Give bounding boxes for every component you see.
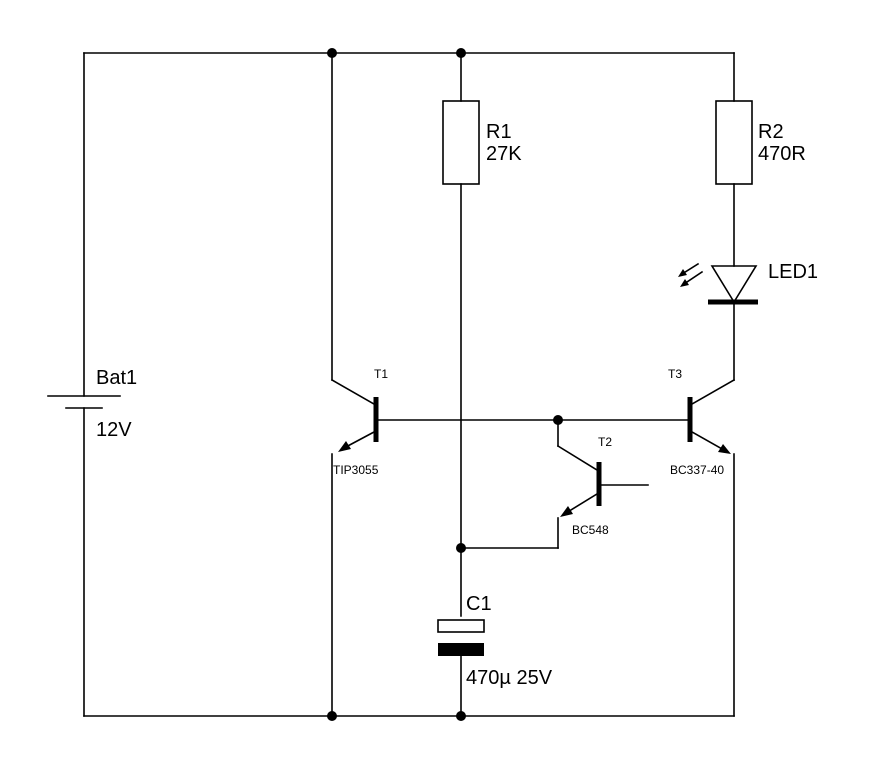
junction-dot <box>327 48 337 58</box>
r1-value: 27K <box>486 143 522 165</box>
transistor-t2: T2 BC548 <box>460 419 649 549</box>
t2-part: BC548 <box>572 523 609 537</box>
t1-name: T1 <box>374 367 388 381</box>
t1-part: TIP3055 <box>333 463 379 477</box>
battery-value: 12V <box>96 419 132 441</box>
battery-name: Bat1 <box>96 367 137 389</box>
t2-emitter-arrow <box>560 506 573 517</box>
r2-value: 470R <box>758 143 806 165</box>
junction-dot <box>553 415 563 425</box>
t1-emitter-arrow <box>338 441 351 452</box>
battery-bat1: Bat1 12V <box>47 52 137 717</box>
r2-name: R2 <box>758 121 784 143</box>
transistor-t1: T1 TIP3055 <box>330 52 388 717</box>
resistor-r2: R2 470R <box>715 52 806 267</box>
junction-dot <box>456 48 466 58</box>
junction-dot <box>327 711 337 721</box>
led-led1: LED1 <box>678 261 818 381</box>
resistor-r1: R1 27K <box>442 52 522 617</box>
led-name: LED1 <box>768 261 818 283</box>
r1-name: R1 <box>486 121 512 143</box>
t2-name: T2 <box>598 435 612 449</box>
t3-emitter-arrow <box>718 444 731 454</box>
junction-dot <box>456 543 466 553</box>
transistor-t3: T3 BC337-40 <box>668 367 736 717</box>
capacitor-c1: C1 470µ 25V <box>437 593 553 717</box>
c1-value: 470µ 25V <box>466 667 553 689</box>
t3-part: BC337-40 <box>670 463 724 477</box>
junction-dot <box>456 711 466 721</box>
c1-name: C1 <box>466 593 492 615</box>
junction-dots <box>327 48 563 721</box>
t3-name: T3 <box>668 367 682 381</box>
